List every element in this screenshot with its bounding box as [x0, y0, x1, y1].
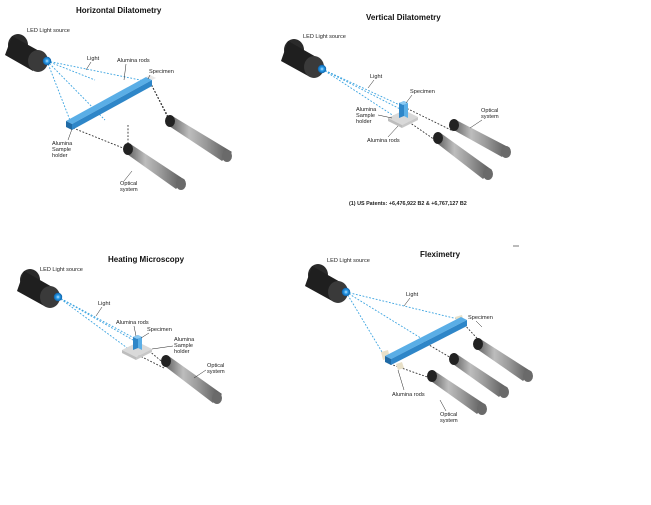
optical-system-icon — [123, 143, 186, 190]
optical-system-icon — [165, 115, 232, 162]
light-beam — [321, 68, 409, 121]
label-optical-system: Optical system — [120, 181, 139, 193]
label-light: Light — [98, 301, 111, 307]
patent-note: (1) US Patents: +6,476,922 B2 & +6,767,1… — [349, 201, 467, 207]
panel-horizontal-dilatometry: Horizontal Dilatometry — [5, 6, 232, 193]
panel-title: Fleximetry — [420, 250, 461, 259]
observation-lines — [131, 339, 167, 369]
label-sample-holder: Alumina Sample holder — [52, 141, 74, 159]
label-led-source: LED Light source — [40, 267, 83, 273]
sample-holder-icon — [388, 110, 418, 128]
label-specimen: Specimen — [410, 89, 435, 95]
label-sample-holder: Alumina Sample holder — [174, 337, 196, 355]
alumina-rod-icon — [66, 77, 152, 130]
label-led-source: LED Light source — [303, 34, 346, 40]
label-optical-system: Optical system — [440, 412, 459, 424]
led-light-source-icon — [5, 34, 52, 72]
sample-holder-icon — [122, 342, 152, 360]
observation-lines — [403, 106, 454, 143]
label-alumina-rods: Alumina rods — [367, 138, 400, 144]
specimen-icon — [133, 335, 142, 350]
optical-system-icon — [433, 132, 493, 180]
led-light-source-icon — [281, 39, 327, 78]
label-optical-system: Optical system — [207, 363, 226, 375]
label-light: Light — [87, 56, 100, 62]
led-light-source-icon — [17, 269, 63, 308]
label-led-source: LED Light source — [27, 28, 70, 34]
panel-vertical-dilatometry: Vertical Dilatometry — [281, 13, 511, 207]
specimen-icon — [385, 317, 467, 365]
panel-fleximetry: Fleximetry — [305, 250, 533, 424]
optical-system-icon — [449, 119, 511, 158]
led-light-source-icon — [305, 264, 351, 303]
optical-system-icon — [473, 338, 533, 382]
label-light: Light — [406, 292, 419, 298]
light-beam — [57, 296, 141, 351]
panel-heating-microscopy: Heating Microscopy — [17, 255, 226, 404]
label-specimen: Specimen — [149, 69, 174, 75]
label-alumina-rods: Alumina rods — [117, 58, 150, 64]
specimen-icon — [399, 101, 408, 118]
panel-title: Heating Microscopy — [108, 255, 185, 264]
light-beam — [345, 291, 463, 363]
label-alumina-rods: Alumina rods — [392, 392, 425, 398]
label-optical-system: Optical system — [481, 108, 500, 120]
optical-system-icon — [427, 370, 487, 415]
panel-title: Horizontal Dilatometry — [76, 6, 162, 15]
label-light: Light — [370, 74, 383, 80]
optical-system-icon — [161, 355, 222, 404]
panel-title: Vertical Dilatometry — [366, 13, 441, 22]
label-specimen: Specimen — [468, 315, 493, 321]
specimen-icon — [146, 75, 156, 80]
label-specimen: Specimen — [147, 327, 172, 333]
optical-system-icon — [449, 353, 509, 398]
label-alumina-rods: Alumina rods — [116, 320, 149, 326]
label-sample-holder: Alumina Sample holder — [356, 107, 378, 125]
label-led-source: LED Light source — [327, 258, 370, 264]
